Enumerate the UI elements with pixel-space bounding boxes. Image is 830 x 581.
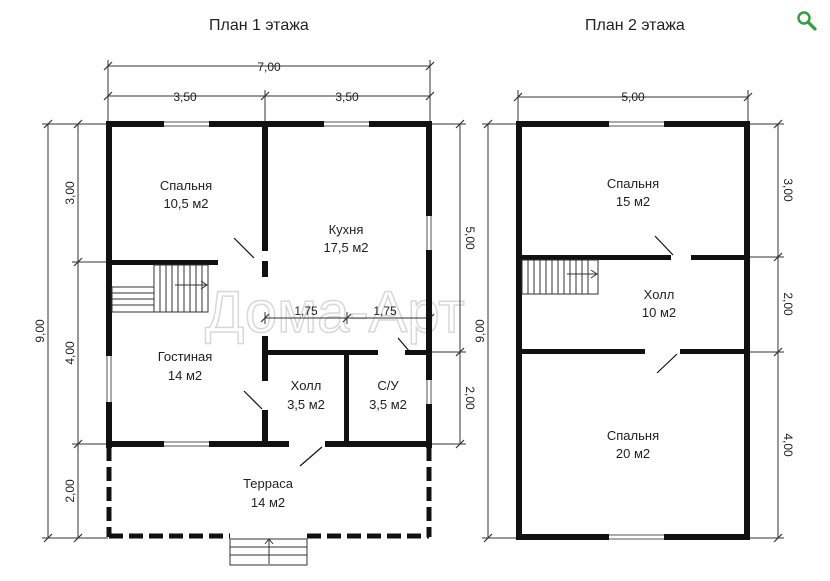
f1-dim-right-top: 5,00 xyxy=(463,226,477,250)
f1-dim-inner-right: 1,75 xyxy=(373,304,397,318)
f1-dim-total-width: 7,00 xyxy=(257,60,281,74)
floor2-dimension-ticks xyxy=(483,92,783,543)
f2-dim-h-bottom: 4,00 xyxy=(781,433,795,457)
f1-kitchen-area: 17,5 м2 xyxy=(323,240,368,255)
f2-dim-total-width: 5,00 xyxy=(621,90,645,104)
f2-hall-area: 10 м2 xyxy=(642,305,676,320)
f1-dim-h-top: 3,00 xyxy=(63,181,77,205)
f2-bedroom-top-name: Спальня xyxy=(607,176,659,191)
f1-dim-h-mid: 4,00 xyxy=(63,341,77,365)
floor1-dimensions xyxy=(42,60,466,539)
f2-dim-total-height: 9,00 xyxy=(473,319,487,343)
magnifier-icon[interactable] xyxy=(796,10,818,32)
floor2-doors xyxy=(654,235,678,374)
f1-kitchen-name: Кухня xyxy=(329,222,364,237)
f1-living-area: 14 м2 xyxy=(168,368,202,383)
floor2-title: План 2 этажа xyxy=(585,17,685,34)
f2-bedroom-bottom-area: 20 м2 xyxy=(616,446,650,461)
floor1-walls xyxy=(106,121,432,448)
f1-bathroom-name: С/У xyxy=(377,378,399,393)
floor2-dimensions xyxy=(482,90,784,539)
f1-terrace-name: Терраса xyxy=(243,476,294,491)
f1-hall-area: 3,5 м2 xyxy=(287,397,325,412)
f1-bedroom-area: 10,5 м2 xyxy=(163,196,208,211)
f1-dim-inner-left: 1,75 xyxy=(294,304,318,318)
f1-hall-name: Холл xyxy=(291,378,322,393)
f2-hall-name: Холл xyxy=(644,287,675,302)
f1-dim-left-width: 3,50 xyxy=(173,90,197,104)
f1-dim-right-bottom: 2,00 xyxy=(463,386,477,410)
floor2-walls xyxy=(516,121,750,540)
f1-dim-total-height: 9,00 xyxy=(33,319,47,343)
f1-bathroom-area: 3,5 м2 xyxy=(369,397,407,412)
floor2-staircase xyxy=(521,259,599,295)
floor2-windows xyxy=(609,121,664,540)
floor1-terrace-outline xyxy=(106,447,432,539)
f2-bedroom-bottom-name: Спальня xyxy=(607,428,659,443)
f2-dim-h-mid: 2,00 xyxy=(781,292,795,316)
floor1-title: План 1 этажа xyxy=(209,17,309,34)
f1-bedroom-name: Спальня xyxy=(160,178,212,193)
watermark: Дома-Арт xyxy=(205,280,465,345)
floor1-doors xyxy=(233,237,411,467)
f2-bedroom-top-area: 15 м2 xyxy=(616,194,650,209)
floor1-porch-steps xyxy=(229,538,308,566)
f1-dim-right-width: 3,50 xyxy=(335,90,359,104)
floor1-windows xyxy=(106,121,432,447)
floor1-staircase xyxy=(111,264,209,313)
f1-terrace-area: 14 м2 xyxy=(251,495,285,510)
f1-dim-h-bottom: 2,00 xyxy=(63,479,77,503)
f2-dim-h-top: 3,00 xyxy=(781,178,795,202)
f1-living-name: Гостиная xyxy=(158,349,213,364)
